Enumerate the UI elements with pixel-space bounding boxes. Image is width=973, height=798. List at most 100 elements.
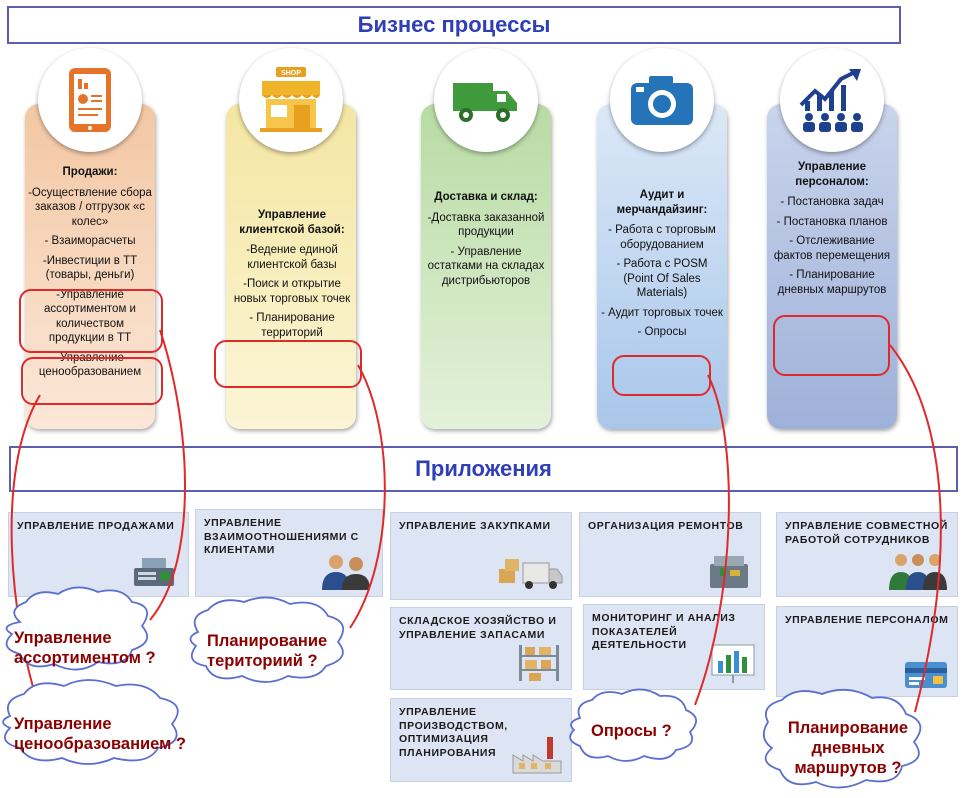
question-line: дневных — [811, 739, 885, 757]
column-icon-circle — [434, 48, 538, 152]
column-item: - Планирование дневных маршрутов — [777, 269, 887, 296]
connector-assortment — [149, 329, 186, 621]
column-heading: Управление персоналом: — [795, 161, 869, 188]
app-tile-title: Управление закупками — [399, 520, 551, 532]
app-tile-sales-management[interactable]: Управление продажами — [8, 512, 189, 597]
app-tile-collaboration[interactable]: Управление совместной работой сотруднико… — [776, 512, 958, 597]
cloud-pricing — [2, 679, 179, 765]
column-item: - Опросы — [637, 326, 687, 338]
app-tile-title: Управление взаимоотношениями с клиентами — [204, 517, 359, 556]
highlight-routes — [773, 315, 890, 376]
cloud-assortment — [5, 586, 149, 671]
column-item: -Доставка заказанной продукции — [427, 211, 545, 239]
question-line: Управление — [14, 629, 112, 647]
highlight-surveys — [612, 355, 711, 396]
cash-register-icon — [134, 558, 174, 586]
warehouse-shelves-icon — [519, 645, 559, 681]
delivery-truck-icon — [453, 83, 517, 122]
column-icon-circle — [610, 48, 714, 152]
process-column-delivery — [421, 104, 551, 429]
column-icon-circle — [780, 48, 884, 152]
column-item: - Планирование территорий — [249, 312, 335, 339]
question-line: Опросы ? — [591, 722, 672, 740]
column-item: - Управление остатками на складах дистри… — [427, 245, 545, 287]
connector-pricing — [10, 394, 41, 711]
business-processes-title: Бизнес процессы — [7, 6, 901, 44]
delivery-column-text: Доставка и склад: -Доставка заказанной п… — [425, 190, 547, 293]
column-item: - Работа с POSM (Point Of Sales Material… — [616, 258, 708, 299]
column-item: - Аудит торговых точек — [601, 306, 723, 319]
column-heading: Доставка и склад: — [434, 191, 538, 203]
app-tile-production[interactable]: Управление производством, оптимизация пл… — [390, 698, 572, 782]
cloud-surveys — [569, 688, 697, 762]
question-line: ценообразованием ? — [14, 735, 187, 753]
client-base-column-text: Управление клиентской базой: -Ведение ед… — [232, 208, 352, 345]
column-heading: Управление клиентской базой: — [239, 209, 345, 236]
app-tile-repairs[interactable]: Организация ремонтов — [579, 512, 761, 597]
connector-territory — [349, 364, 386, 629]
toolbox-icon — [710, 556, 748, 588]
column-heading: Продажи: — [62, 166, 118, 178]
app-tile-personnel[interactable]: Управление персоналом — [776, 606, 958, 697]
app-tile-purchasing[interactable]: Управление закупками — [390, 512, 572, 600]
people-icon — [322, 555, 370, 590]
tablet-report-icon — [69, 68, 111, 132]
question-surveys: Опросы ? — [591, 721, 672, 741]
app-tile-crm[interactable]: Управление взаимоотношениями с клиентами — [195, 509, 383, 597]
app-tile-title: Складское хозяйство и управление запасам… — [399, 615, 557, 641]
applications-title: Приложения — [9, 446, 958, 492]
question-territory: Планирование териториий ? — [207, 631, 327, 671]
column-icon-circle — [38, 48, 142, 152]
column-item: - Работа с торговым оборудованием — [608, 224, 716, 251]
column-item: -Осуществление сбора заказов / отгрузок … — [28, 186, 152, 228]
sales-column-text: Продажи: -Осуществление сбора заказов / … — [28, 165, 152, 385]
column-item: -Управление ассортиментом и количеством … — [44, 288, 136, 345]
column-icon-circle: SHOP — [239, 48, 343, 152]
highlight-territory — [214, 340, 362, 388]
app-tile-title: Управление совместной работой сотруднико… — [785, 520, 948, 546]
question-line: Управление — [14, 715, 112, 733]
question-line: ассортиментом ? — [14, 649, 156, 667]
shop-sign-text: SHOP — [281, 70, 301, 77]
business-processes-title-text: Бизнес процессы — [357, 12, 551, 37]
column-item: - Взаиморасчеты — [44, 235, 136, 247]
cloud-territory — [189, 596, 345, 683]
column-item: - Постановка задач — [780, 196, 884, 208]
connector-surveys — [694, 374, 730, 706]
factory-icon — [512, 737, 562, 774]
personnel-column-text: Управление персоналом: - Постановка зада… — [771, 160, 893, 302]
audit-column-text: Аудит и мерчандайзинг: - Работа с торгов… — [601, 188, 723, 345]
column-item: -Поиск и открытие новых торговых точек — [233, 278, 351, 305]
question-pricing: Управление ценообразованием ? — [14, 714, 186, 754]
question-line: маршрутов ? — [794, 759, 902, 777]
column-heading: Аудит и мерчандайзинг: — [616, 189, 708, 216]
connector-routes — [889, 344, 942, 713]
id-card-icon — [905, 662, 947, 688]
question-line: Планирование — [207, 632, 328, 650]
app-tile-title: Управление продажами — [17, 520, 175, 532]
app-tile-monitoring[interactable]: Мониторинг и анализ показателей деятельн… — [583, 604, 765, 690]
process-column-client-base — [226, 104, 356, 429]
camera-icon — [631, 76, 693, 125]
applications-title-text: Приложения — [415, 456, 552, 481]
app-tile-title: Управление производством, оптимизация пл… — [399, 706, 508, 759]
cloud-routes — [762, 688, 922, 789]
highlight-assortment — [19, 289, 163, 353]
app-tile-title: Мониторинг и анализ показателей деятельн… — [592, 612, 736, 651]
team-growth-icon — [799, 69, 863, 132]
app-tile-warehouse[interactable]: Складское хозяйство и управление запасам… — [390, 607, 572, 690]
truck-boxes-icon — [499, 559, 563, 589]
highlight-pricing — [21, 357, 163, 405]
column-item: -Ведение единой клиентской базы — [246, 244, 338, 271]
question-routes: Планирование дневных маршрутов ? — [783, 718, 913, 778]
question-assortment: Управление ассортиментом ? — [14, 628, 156, 668]
app-tile-title: Управление персоналом — [785, 614, 949, 626]
team-people-icon — [889, 554, 947, 590]
shop-icon: SHOP — [260, 67, 322, 132]
column-item: - Отслеживание фактов перемещения — [773, 235, 891, 262]
app-tile-title: Организация ремонтов — [588, 520, 744, 532]
process-column-sales — [25, 104, 155, 429]
chart-board-icon — [711, 644, 755, 683]
column-item: - Постановка планов — [776, 215, 888, 228]
